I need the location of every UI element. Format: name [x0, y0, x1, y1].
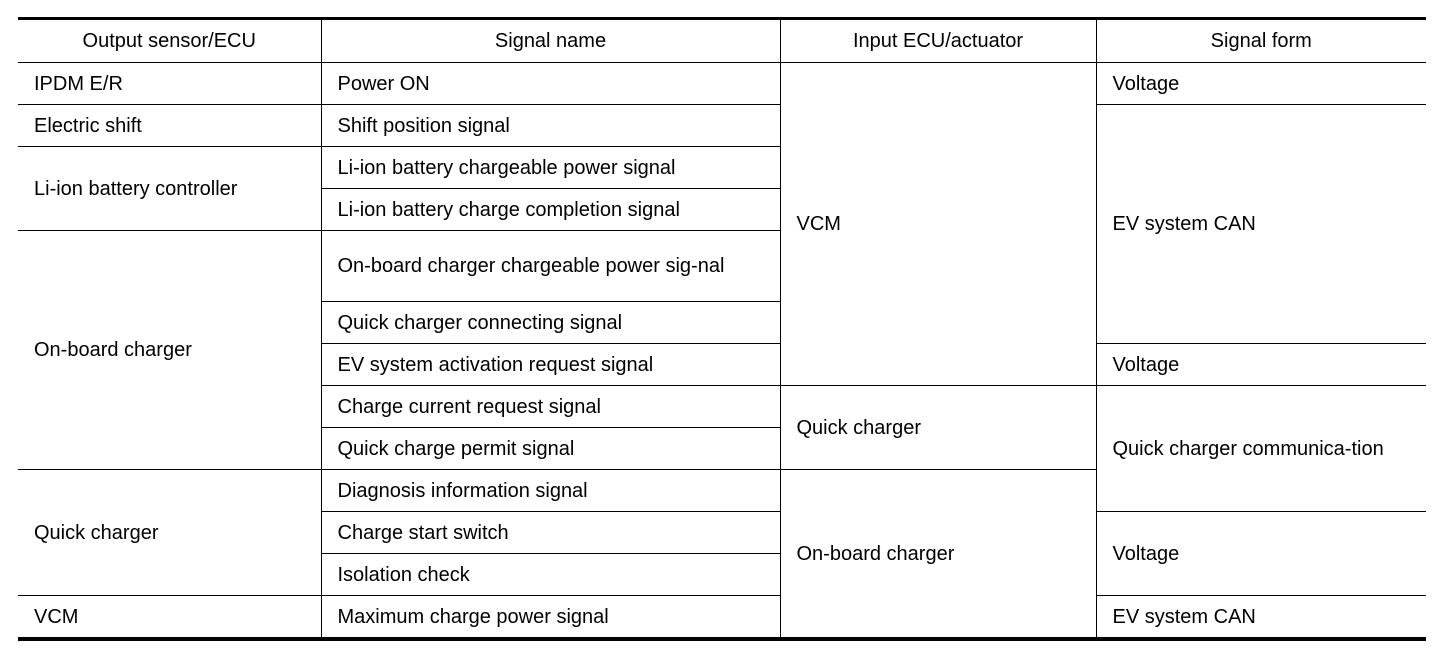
input-cell: Quick charger: [779, 385, 1097, 470]
output-cell: Quick charger: [18, 469, 322, 596]
header-signal: Signal name: [320, 18, 781, 63]
header-output: Output sensor/ECU: [18, 18, 322, 63]
signal-cell: EV system activation request signal: [321, 343, 781, 386]
output-cell: On-board charger: [18, 230, 322, 470]
table-row: VCM Maximum charge power signal EV syste…: [18, 595, 1426, 640]
signal-cell: Power ON: [320, 62, 781, 105]
output-cell: Electric shift: [18, 104, 322, 147]
table-row: Electric shift Shift position signal EV …: [18, 104, 1426, 344]
signal-cell: Quick charger connecting signal: [321, 301, 780, 344]
signal-cell: Charge start switch: [321, 511, 781, 554]
table-row: EV system activation request signal Volt…: [18, 343, 1426, 386]
table-row: Isolation check: [18, 553, 1426, 596]
signal-cell: On-board charger chargeable power sig-na…: [320, 230, 780, 302]
table-row: Li-ion battery controller Li-ion battery…: [18, 146, 1426, 231]
input-cell: On-board charger: [779, 469, 1096, 640]
form-cell: EV system CAN: [1095, 104, 1426, 344]
table-row: Quick charge permit signal: [18, 427, 1426, 470]
table-row: Li-ion battery charge completion signal: [18, 188, 1426, 231]
form-cell: Voltage: [1095, 511, 1426, 596]
table-row: Quick charger connecting signal: [18, 301, 1426, 344]
signal-cell: Diagnosis information signal: [320, 469, 781, 512]
header-input: Input ECU/actuator: [779, 18, 1097, 63]
signal-cell: Li-ion battery chargeable power signal: [320, 146, 780, 189]
signal-cell: Li-ion battery charge completion signal: [321, 188, 780, 231]
table-row: Charge current request signal Quick char…: [18, 385, 1426, 512]
output-cell: IPDM E/R: [18, 62, 322, 105]
signal-table: Output sensor/ECU Signal name Input ECU/…: [18, 17, 1426, 641]
signal-cell: Quick charge permit signal: [321, 427, 780, 470]
table-row: Quick charger Diagnosis information sign…: [18, 469, 1426, 640]
output-cell: VCM: [18, 595, 322, 640]
header-form: Signal form: [1095, 18, 1426, 63]
input-cell: VCM: [779, 62, 1097, 386]
signal-cell: Maximum charge power signal: [320, 595, 781, 640]
form-cell: Voltage: [1095, 62, 1426, 105]
table-row: IPDM E/R Power ON VCM Voltage: [18, 62, 1426, 386]
signal-cell: Shift position signal: [320, 104, 781, 147]
output-cell: Li-ion battery controller: [18, 146, 322, 231]
form-cell: Voltage: [1095, 343, 1426, 386]
form-cell: Quick charger communica-tion: [1095, 385, 1426, 512]
signal-cell: Charge current request signal: [321, 385, 781, 428]
signal-cell: Isolation check: [321, 553, 780, 596]
form-cell: EV system CAN: [1095, 595, 1426, 640]
table-row: Charge start switch Voltage: [18, 511, 1426, 596]
header-row: Output sensor/ECU Signal name Input ECU/…: [18, 18, 1426, 63]
